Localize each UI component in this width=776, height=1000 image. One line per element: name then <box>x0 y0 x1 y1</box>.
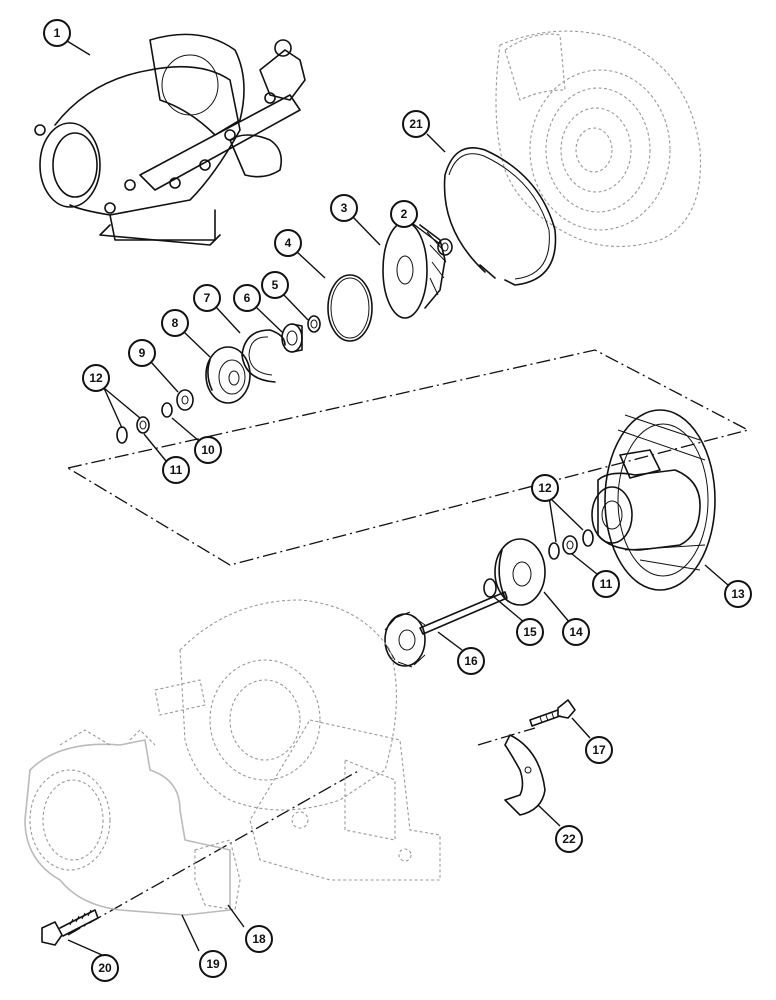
callout-label: 22 <box>562 832 576 846</box>
turbine-housing-ghost <box>154 599 441 881</box>
callout-label: 11 <box>170 463 183 477</box>
callout-11-right: 11 <box>592 570 620 598</box>
callout-label: 5 <box>272 278 279 292</box>
gasket <box>194 839 241 911</box>
callout-label: 4 <box>285 236 292 250</box>
callout-label: 8 <box>172 316 179 330</box>
callout-12-right: 12 <box>531 474 559 502</box>
callout-19: 19 <box>199 950 227 978</box>
screw <box>529 699 576 727</box>
journal-bearing-left <box>136 416 150 434</box>
snap-ring-left <box>116 426 128 444</box>
lock-plate <box>504 734 546 816</box>
seal-ring-large <box>327 274 373 342</box>
leader-lines <box>66 40 729 956</box>
callout-17: 17 <box>585 736 613 764</box>
screw-axis-line <box>477 727 536 746</box>
callout-7: 7 <box>193 284 221 312</box>
nut <box>437 238 453 256</box>
journal-bearing-right <box>562 535 578 555</box>
callout-13: 13 <box>724 580 752 608</box>
callout-15: 15 <box>516 618 544 646</box>
callout-label: 18 <box>252 932 266 946</box>
callout-5: 5 <box>261 271 289 299</box>
assembly-boundary-line <box>66 349 750 566</box>
callout-label: 11 <box>600 577 613 591</box>
callout-3: 3 <box>330 194 358 222</box>
callout-label: 16 <box>464 654 478 668</box>
callout-label: 14 <box>569 625 583 639</box>
thrust-collar <box>176 389 194 411</box>
turbine-wheel-shaft <box>384 591 508 668</box>
callout-label: 6 <box>244 291 251 305</box>
callout-12-left: 12 <box>82 364 110 392</box>
retaining-ring <box>241 329 286 383</box>
callout-label: 9 <box>139 346 146 360</box>
washer-10 <box>161 402 173 418</box>
callout-22: 22 <box>555 825 583 853</box>
callout-label: 7 <box>204 291 211 305</box>
callout-label: 12 <box>538 481 552 495</box>
bolt <box>41 909 99 946</box>
thrust-sleeve <box>281 323 303 353</box>
callout-label: 12 <box>89 371 103 385</box>
callout-21: 21 <box>402 110 430 138</box>
callout-8: 8 <box>161 309 189 337</box>
piston-ring-15 <box>483 578 497 598</box>
callout-1: 1 <box>43 19 71 47</box>
compressor-cover-ghost <box>495 30 702 247</box>
compressor-wheel <box>382 221 447 319</box>
piston-ring-small <box>307 315 321 333</box>
exhaust-elbow <box>24 729 231 916</box>
bolt-axis-line <box>67 769 361 936</box>
callout-10: 10 <box>194 436 222 464</box>
insert-plate <box>205 346 251 404</box>
heat-shield <box>494 538 546 606</box>
snap-ring-right <box>582 529 594 547</box>
callout-16: 16 <box>457 647 485 675</box>
callout-label: 20 <box>98 961 112 975</box>
callout-14: 14 <box>562 618 590 646</box>
callout-label: 2 <box>401 207 408 221</box>
callout-9: 9 <box>128 339 156 367</box>
snap-ring <box>443 147 557 286</box>
center-housing <box>591 409 716 591</box>
callout-label: 17 <box>592 743 606 757</box>
callout-label: 15 <box>523 625 537 639</box>
callout-label: 3 <box>341 201 348 215</box>
callout-label: 21 <box>409 117 423 131</box>
callout-4: 4 <box>274 229 302 257</box>
callout-20: 20 <box>91 954 119 982</box>
callout-label: 19 <box>206 957 220 971</box>
callout-6: 6 <box>233 284 261 312</box>
callout-label: 13 <box>731 587 745 601</box>
callout-11-left: 11 <box>162 456 190 484</box>
turbocharger-assembly <box>34 33 306 246</box>
callout-18: 18 <box>245 925 273 953</box>
callout-2: 2 <box>390 200 418 228</box>
snap-ring-right-inner <box>548 542 560 560</box>
callout-label: 10 <box>201 443 215 457</box>
callout-label: 1 <box>54 26 61 40</box>
